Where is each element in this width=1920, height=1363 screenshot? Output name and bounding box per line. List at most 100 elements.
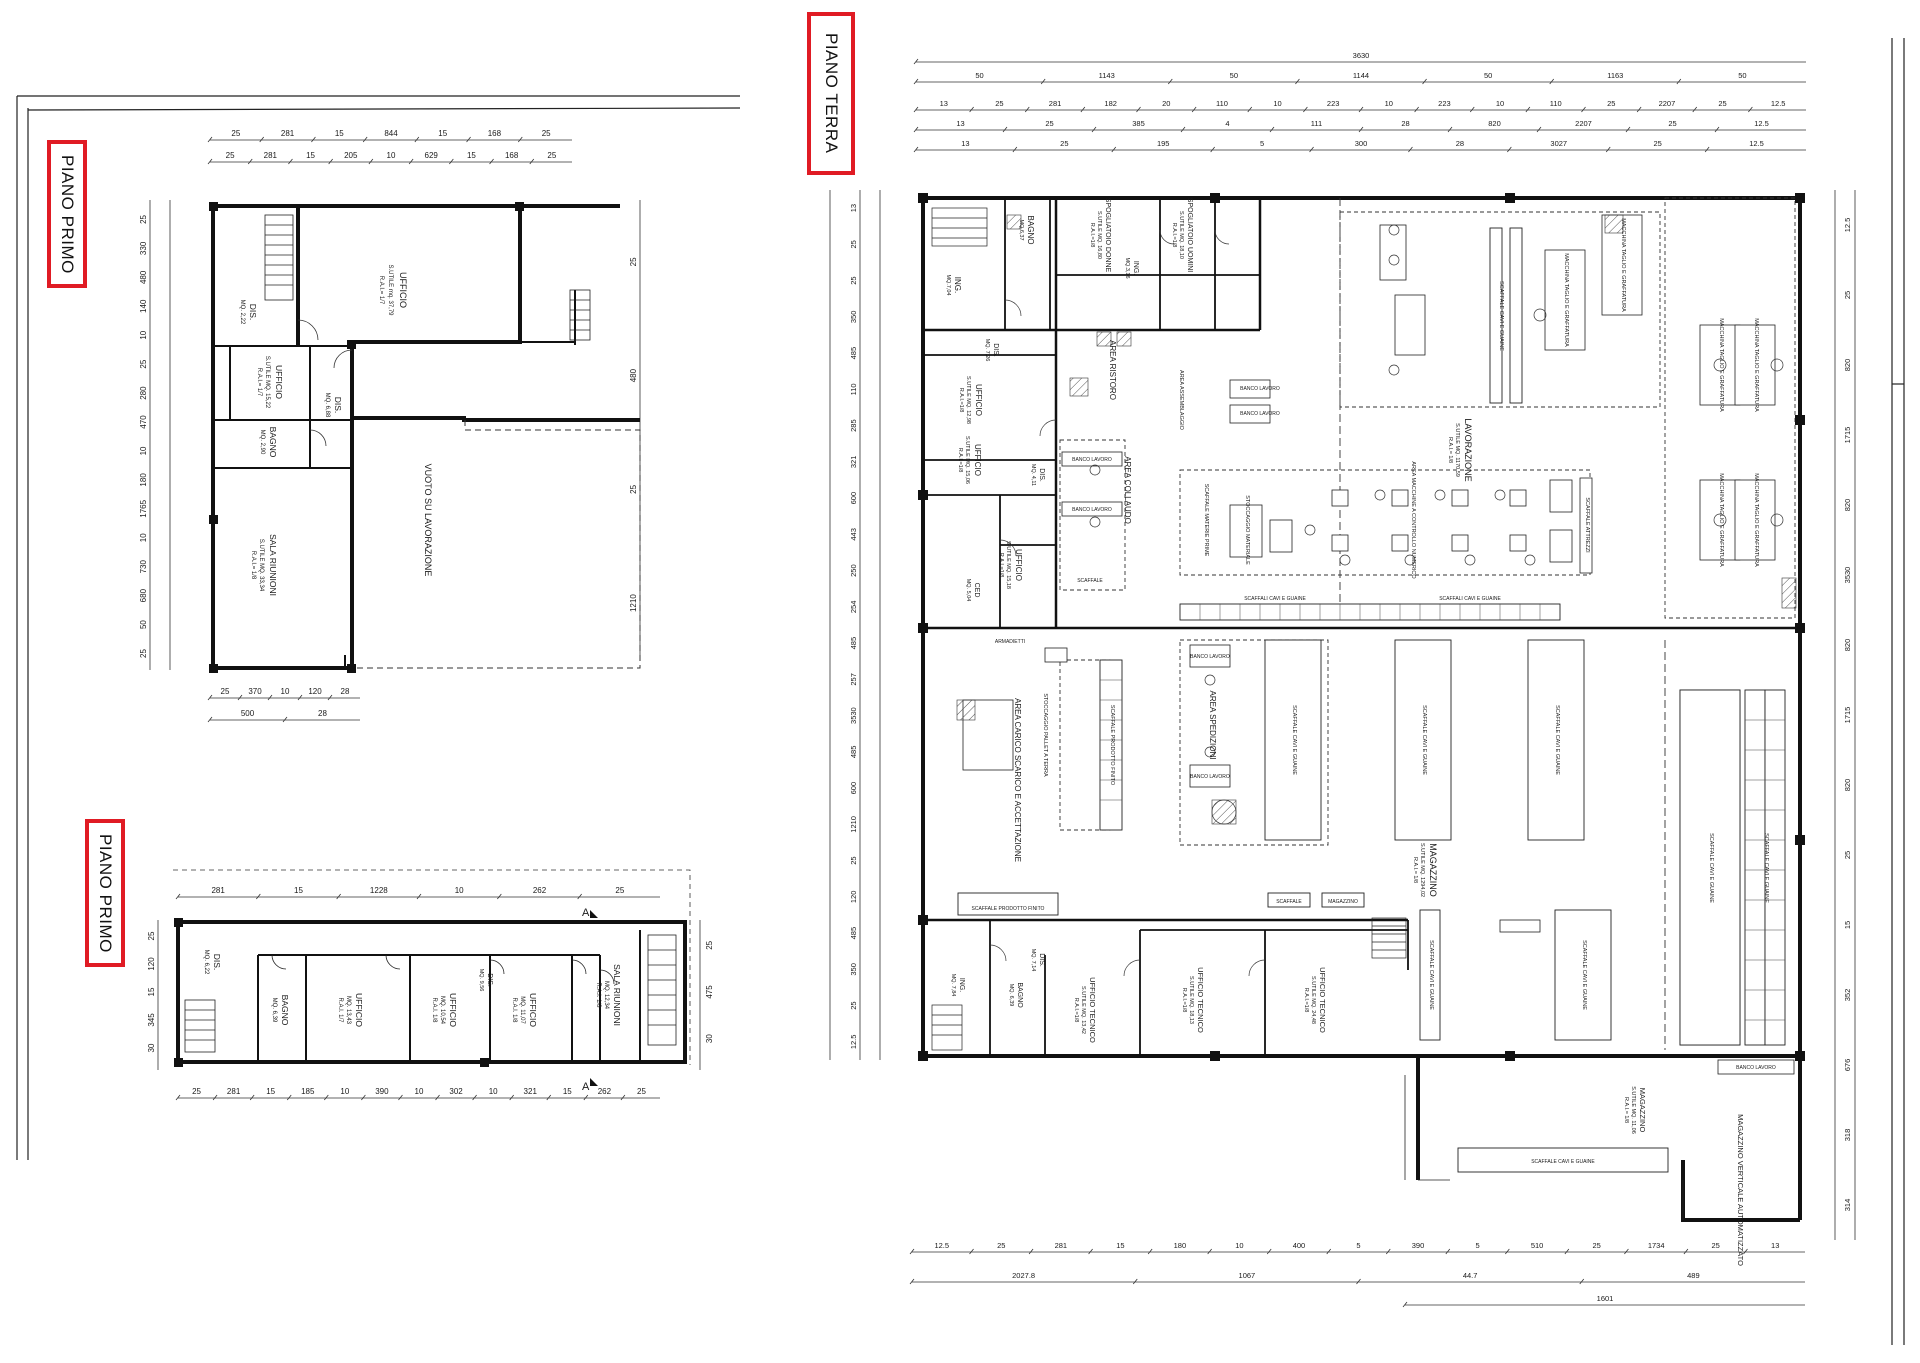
pt-top2-tick-1 <box>1040 78 1046 85</box>
pt-top5-tick-0 <box>913 146 919 153</box>
pp1-top1-dim-6: 25 <box>542 129 551 138</box>
pp2-uff3-ra: R.A.I. 1/8 <box>511 997 517 1023</box>
pt-magazzino-vert-label: MAGAZZINO VERTICALE AUTOMATIZZATO <box>1736 1114 1745 1266</box>
pt-top3-dim-11: 110 <box>1550 99 1562 108</box>
pt-bot2-tick-1 <box>1132 1278 1138 1285</box>
pt-ing2-label: ING. <box>1132 261 1139 275</box>
pp1-ufficio-data: S.UTILE mq. 37,79 <box>387 264 393 316</box>
pp2-bot-dim-1: 281 <box>227 1087 241 1096</box>
pp2-top-tick-4 <box>497 893 502 900</box>
pt-top5-dim-8: 12.5 <box>1749 139 1764 148</box>
pp1-sala-label: SALA RIUNIONI <box>268 534 278 596</box>
pt-magazzino2-data: S.UTILE MQ. 11,06 <box>1630 1086 1636 1134</box>
pp1-top2-tick-0 <box>207 158 213 165</box>
pp1-left-dim-0: 25 <box>139 214 148 223</box>
pp1-top1-dim-4: 15 <box>438 129 447 138</box>
pp1-top2-tick-5 <box>408 158 414 165</box>
pt-top4-dim-4: 111 <box>1311 119 1322 128</box>
pt-top3-dim-8: 10 <box>1385 99 1393 108</box>
pt-dis2-label: DIS. <box>1038 468 1045 482</box>
pt-right-dim-6: 820 <box>1843 639 1852 652</box>
pp1-bot1-dim-2: 10 <box>281 687 290 696</box>
pp1-dis2-label: DIS. <box>333 397 343 414</box>
pt-top3-dim-15: 12.5 <box>1771 99 1786 108</box>
pt-spogl-uomini-label: SPOGLIATOIO UOMINI <box>1186 198 1193 272</box>
pp1-top2-dim-8: 25 <box>547 151 556 160</box>
pt-left-dim-3: 350 <box>849 311 858 324</box>
pp2-bot-dim-7: 302 <box>449 1087 463 1096</box>
pp2-bot-tick-2 <box>249 1094 255 1101</box>
pp1-top2-dim-5: 629 <box>425 151 439 160</box>
pt-top2-tick-3 <box>1295 78 1300 85</box>
pt-label-scaffale-cavi-1: SCAFFALE CAVI E GUAINE <box>1498 281 1504 351</box>
pt-right-dim-2: 820 <box>1843 359 1852 372</box>
pt-bot1-dim-9: 5 <box>1475 1241 1479 1250</box>
pp1-top1-tick-2 <box>311 136 316 143</box>
pt-label-banco3: BANCO LAVORO <box>1072 457 1112 463</box>
pt-bot2-tick-2 <box>1356 1278 1361 1285</box>
pt-top3-dim-3: 182 <box>1104 99 1117 108</box>
pt-left-dim-2: 25 <box>849 276 858 284</box>
pp1-left-dim-13: 680 <box>139 588 148 602</box>
pt-label-macchina3: MACCHINA TAGLIO E GRAFFATURA <box>1718 318 1724 412</box>
pp1-left-dim-7: 470 <box>139 415 148 429</box>
pt-bot1-tick-14 <box>1743 1248 1748 1255</box>
pp1-ufficio2-ra: R.A.I.= 1/7 <box>256 368 262 397</box>
pp1-top2-tick-3 <box>328 158 333 165</box>
pp2-sala-data: MQ. 12,34 <box>603 981 609 1010</box>
pt-magazzino2-ra: R.A.I.= 1/8 <box>1623 1097 1629 1123</box>
pt-top5-dim-1: 25 <box>1060 139 1068 148</box>
pp2-dis-data: MQ. 6,22 <box>203 950 209 975</box>
pt-bot1-tick-8 <box>1385 1248 1391 1255</box>
pt-top4-tick-1 <box>1002 126 1008 133</box>
pt-top2-dim-2: 50 <box>1230 71 1238 80</box>
pp2-left-dim-1: 120 <box>147 957 156 971</box>
pt-label-scaffale-materie: SCAFFALE MATERIE PRIME <box>1203 484 1209 557</box>
pp1-bot2-tick-1 <box>282 716 288 723</box>
pt-area-collaudo-label: AREA COLLAUDO <box>1123 456 1132 524</box>
pp2-bot-dim-12: 25 <box>637 1087 646 1096</box>
pt-top4-dim-3: 4 <box>1225 119 1229 128</box>
pt-left-dim-12: 485 <box>849 637 858 650</box>
pt-dis2-data: MQ. 4,11 <box>1030 464 1036 486</box>
pt-top4-dim-1: 25 <box>1045 119 1053 128</box>
pt-spogl-donne-label: SPOGLIATOIO DONNE <box>1104 198 1111 273</box>
pt-top5-dim-6: 3027 <box>1550 139 1567 148</box>
pp2-bot-tick-9 <box>509 1094 515 1101</box>
pt-bagno2-label: BAGNO <box>1016 982 1023 1008</box>
pt-left-dim-16: 600 <box>849 782 858 795</box>
pt-label-scaffale-cavi-6: SCAFFALE CAVI E GUAINE <box>1708 833 1714 903</box>
pp2-bot-dim-5: 390 <box>375 1087 389 1096</box>
pp2-top-dim-1: 15 <box>294 886 303 895</box>
pt-top5-tick-1 <box>1012 146 1018 153</box>
pt-top5-tick-6 <box>1507 146 1512 153</box>
pt-top4-tick-6 <box>1447 126 1453 133</box>
pp2-top-tick-2 <box>336 893 341 900</box>
pt-bot1-tick-2 <box>1028 1248 1034 1255</box>
pp1-dis-label: DIS. <box>248 304 258 321</box>
pt-right-dim-5: 3530 <box>1843 567 1852 584</box>
pt-top3-dim-1: 25 <box>995 99 1003 108</box>
pt-bot1-tick-9 <box>1445 1248 1451 1255</box>
pt-bot1-tick-1 <box>969 1248 974 1255</box>
pp1-top2-dim-4: 10 <box>387 151 396 160</box>
pt-label-scaffale-attrezzi: SCAFFALE ATTREZZI <box>1584 497 1590 553</box>
pt-right-dim-13: 318 <box>1843 1129 1852 1142</box>
pp2-bot-tick-7 <box>435 1094 440 1101</box>
pp2-uff1-ra: R.A.I. 1/7 <box>337 997 343 1023</box>
pt-bot1-dim-12: 1734 <box>1648 1241 1665 1250</box>
pp1-bot1-dim-4: 28 <box>341 687 350 696</box>
title-piano-primo-bottom: PIANO PRIMO <box>85 819 125 967</box>
pp2-left-dim-3: 345 <box>147 1013 156 1027</box>
pt-label-scaffale-cavi-4: SCAFFALE CAVI E GUAINE <box>1554 705 1560 775</box>
pt-top4-dim-2: 385 <box>1132 119 1145 128</box>
pt-bot1-dim-13: 25 <box>1712 1241 1720 1250</box>
pp2-bot-tick-0 <box>175 1094 181 1101</box>
pt-top5-dim-5: 28 <box>1456 139 1464 148</box>
pp2-bot-dim-9: 321 <box>524 1087 538 1096</box>
pt-top4-dim-6: 820 <box>1488 119 1501 128</box>
pt-top5-dim-3: 5 <box>1260 139 1264 148</box>
pp1-top2-tick-4 <box>368 158 374 165</box>
pp2-dis2-label: DIS. <box>486 973 493 987</box>
pp1-left-dim-2: 480 <box>139 270 148 284</box>
